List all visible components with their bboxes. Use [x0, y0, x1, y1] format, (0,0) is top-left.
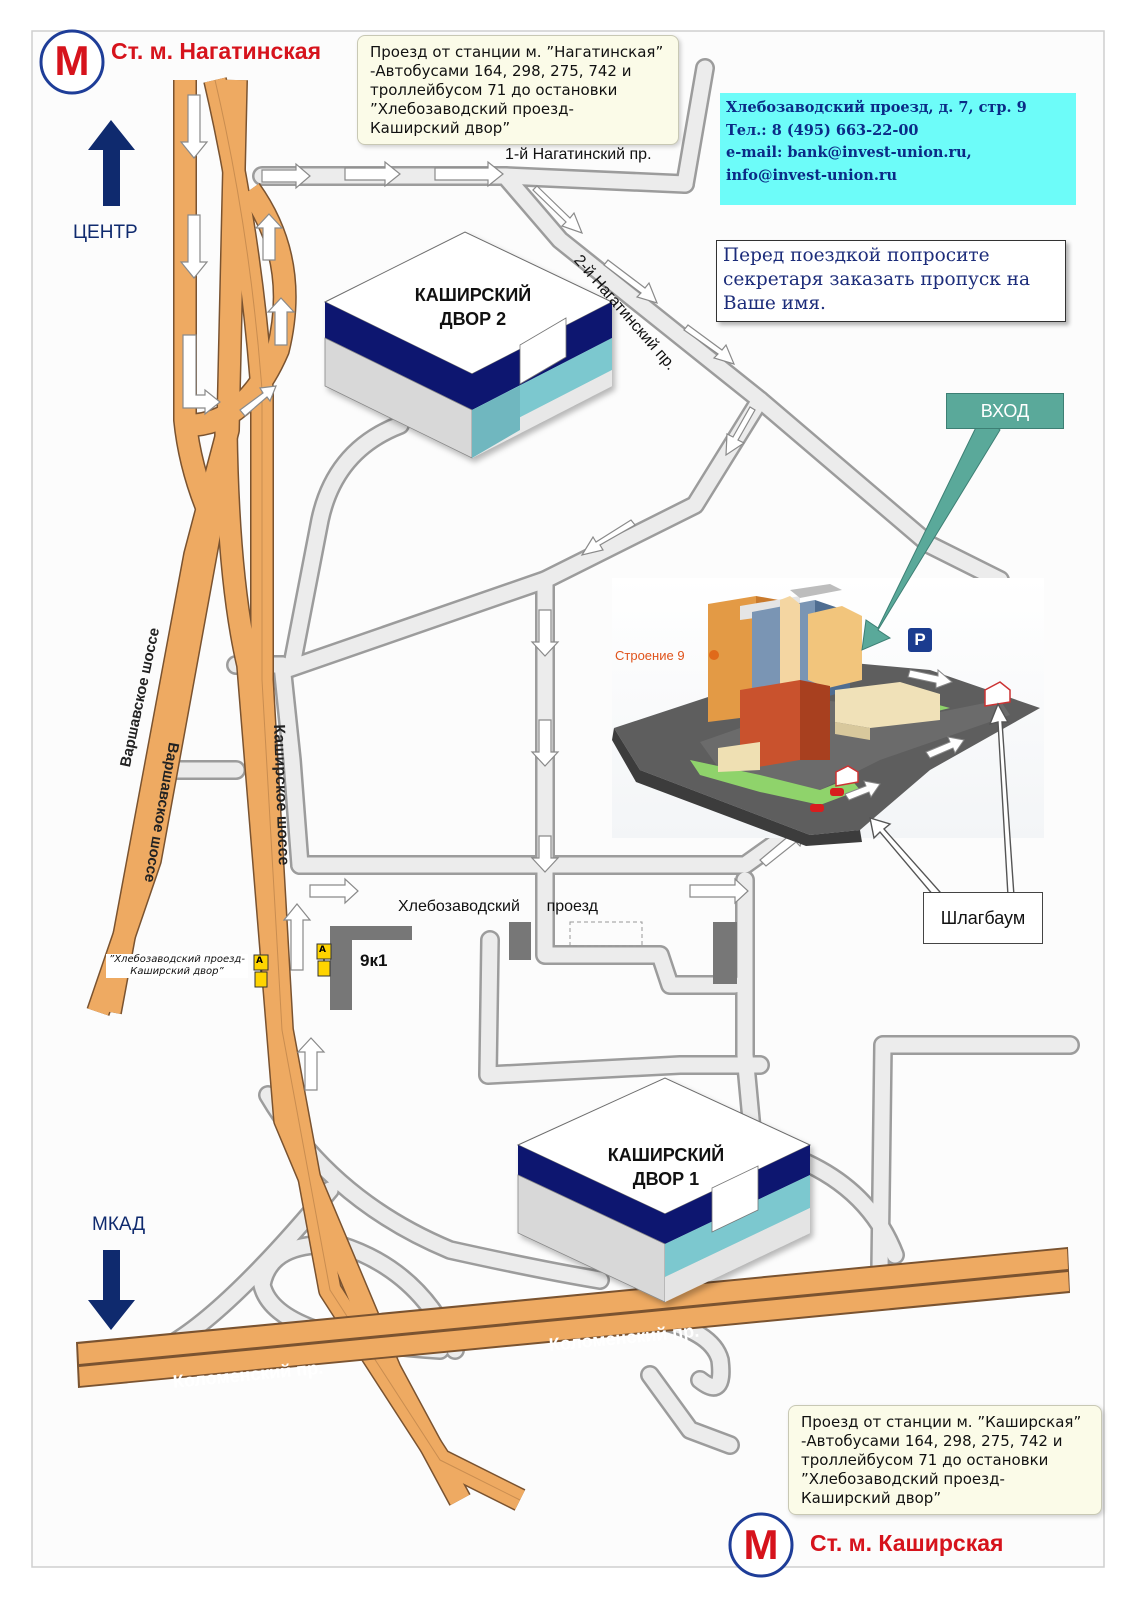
callout-bottom-line: Проезд от станции м. ”Каширская” — [801, 1413, 1082, 1431]
direction-center-label: ЦЕНТР — [73, 222, 138, 243]
bus-stop-sign-letter: A — [256, 956, 263, 966]
parking-sign-letter: P — [914, 630, 926, 649]
callout-top-line: троллейбусом 71 до остановки — [370, 81, 618, 99]
callout-top-line: Проезд от станции м. ”Нагатинская” — [370, 43, 664, 61]
street-label-1st-nagatinsky: 1-й Нагатинский пр. — [505, 146, 652, 163]
barrier-label: Шлагбаум — [923, 892, 1043, 944]
notice-line: Перед поездкой попросите — [723, 245, 990, 266]
building-kashirsky-dvor-1 — [516, 1077, 812, 1303]
callout-bottom-line: Каширский двор” — [801, 1489, 942, 1507]
minor-roads — [160, 58, 1080, 1455]
small-building-left — [509, 922, 531, 960]
building-label-line: ДВОР 2 — [439, 309, 507, 329]
building-label-stroenie-9: Строение 9 — [615, 648, 685, 663]
building-label-line: КАШИРСКИЙ — [414, 285, 532, 305]
metro-bottom-logo-letter: M — [743, 1521, 779, 1568]
callout-top-line: -Автобусами 164, 298, 275, 742 и — [370, 62, 632, 80]
stroenie-9-marker — [709, 650, 719, 660]
kolomensky-road — [76, 1247, 1070, 1388]
callout-route-from-nagatinskaya: Проезд от станции м. ”Нагатинская” -Авто… — [357, 35, 679, 145]
building-label-dvor-2: КАШИРСКИЙ ДВОР 2 — [398, 283, 548, 331]
bus-stop-label-line: ”Хлебозаводский проезд- — [109, 954, 245, 965]
street-label-khlebozavodsky: Хлебозаводский проезд — [398, 898, 598, 915]
building-9k1 — [330, 926, 412, 1010]
callout-top-line: Каширский двор” — [370, 119, 511, 137]
route-arrows — [179, 94, 807, 1091]
small-building-right — [713, 922, 737, 984]
notice-line: Ваше имя. — [723, 293, 826, 314]
pass-notice: Перед поездкой попросите секретаря заказ… — [716, 240, 1066, 322]
arrow-to-center-icon — [88, 120, 135, 206]
direction-mkad-label: МКАД — [92, 1214, 146, 1235]
callout-route-from-kashirskaya: Проезд от станции м. ”Каширская” -Автобу… — [788, 1405, 1102, 1515]
callout-top-line: ”Хлебозаводский проезд- — [370, 100, 574, 118]
building-label-line: ДВОР 1 — [632, 1169, 700, 1189]
building-label-dvor-1: КАШИРСКИЙ ДВОР 1 — [591, 1143, 741, 1191]
entrance-label: ВХОД — [946, 393, 1064, 429]
callout-bottom-line: ”Хлебозаводский проезд- — [801, 1470, 1005, 1488]
notice-line: секретаря заказать пропуск на — [723, 269, 1031, 290]
planned-building-outline — [569, 921, 643, 947]
metro-bottom-station-name[interactable]: Ст. м. Каширская — [810, 1530, 1004, 1556]
entrance-arrow-icon — [861, 414, 1001, 651]
metro-logo-bottom-icon — [728, 1512, 794, 1578]
metro-logo-top-icon — [39, 29, 105, 95]
contact-address: Хлебозаводский проезд, д. 7, стр. 9 — [726, 99, 1027, 116]
callout-bottom-line: троллейбусом 71 до остановки — [801, 1451, 1049, 1469]
complex-illustration — [612, 578, 1044, 846]
contact-email[interactable]: e-mail: bank@invest-union.ru, — [726, 144, 972, 161]
parking-sign-icon — [908, 628, 932, 652]
bus-stop-sign-letter: A — [319, 945, 326, 955]
building-label-line: КАШИРСКИЙ — [607, 1145, 725, 1165]
building-kashirsky-dvor-2 — [323, 231, 614, 459]
callout-bottom-line: -Автобусами 164, 298, 275, 742 и — [801, 1432, 1063, 1450]
metro-top-station-name[interactable]: Ст. м. Нагатинская — [111, 38, 322, 64]
building-label-9k1: 9к1 — [360, 951, 388, 970]
bus-stop-sign-left-icon — [253, 954, 269, 988]
arrow-to-mkad-icon — [88, 1250, 135, 1330]
contact-phone[interactable]: Тел.: 8 (495) 663-22-00 — [726, 121, 919, 139]
bus-stop-label-line: Каширский двор” — [130, 966, 224, 977]
bus-stop-label: ”Хлебозаводский проезд- Каширский двор” — [106, 954, 248, 978]
contact-email[interactable]: info@invest-union.ru — [726, 166, 898, 184]
contact-info: Хлебозаводский проезд, д. 7, стр. 9 Тел.… — [720, 93, 1076, 205]
barrier-pointers — [869, 702, 1015, 897]
metro-top-logo-letter: M — [54, 37, 90, 84]
bus-stop-sign-right-icon — [316, 943, 332, 977]
highways — [86, 77, 526, 1511]
